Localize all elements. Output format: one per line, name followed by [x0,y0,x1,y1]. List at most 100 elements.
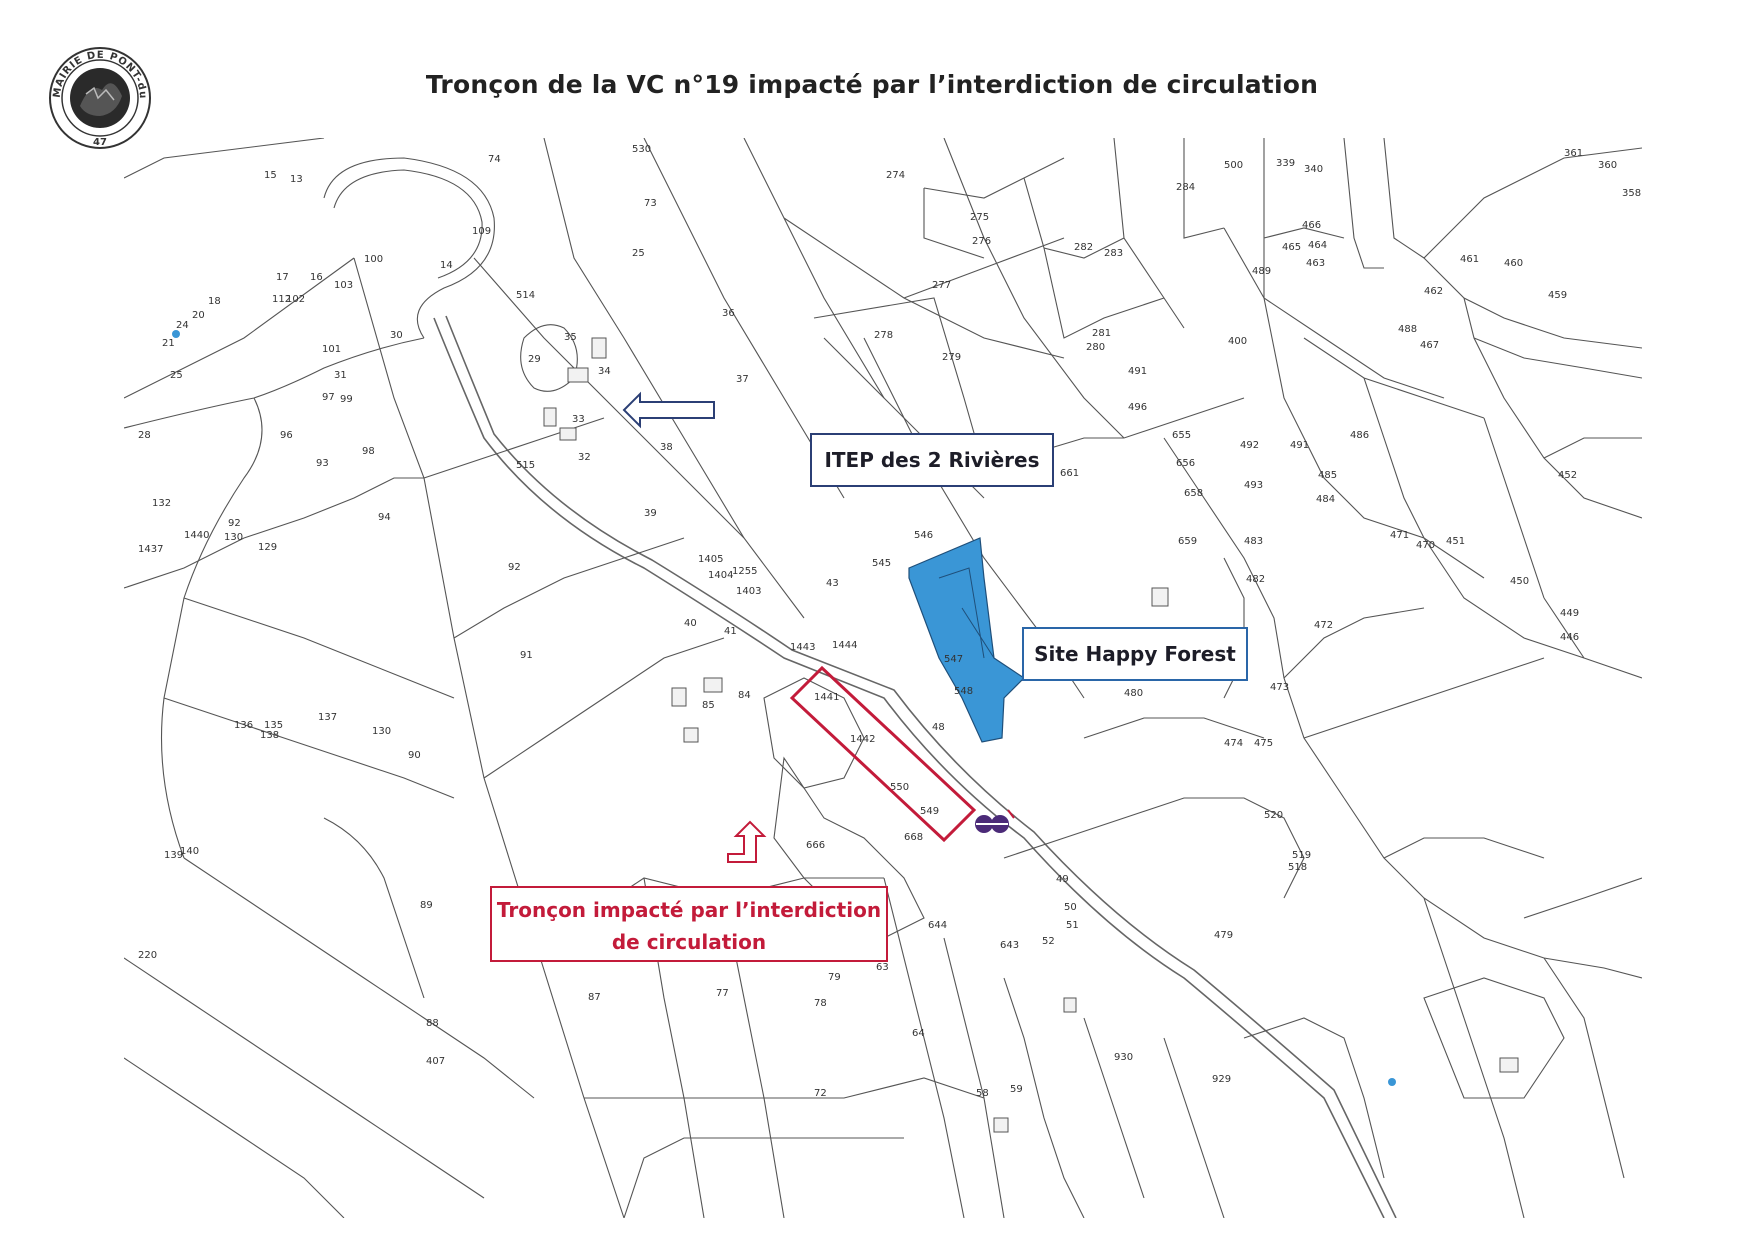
svg-text:548: 548 [954,686,973,697]
svg-text:466: 466 [1302,220,1321,231]
svg-text:40: 40 [684,618,697,629]
svg-text:550: 550 [890,782,909,793]
svg-text:464: 464 [1308,240,1327,251]
svg-text:30: 30 [390,330,403,341]
svg-text:93: 93 [316,458,329,469]
troncon-label-line1: Tronçon impacté par l’interdiction [496,898,882,922]
svg-text:74: 74 [488,154,501,165]
svg-text:514: 514 [516,290,535,301]
svg-text:129: 129 [258,542,277,553]
page-title: Tronçon de la VC n°19 impacté par l’inte… [425,70,1319,99]
svg-text:465: 465 [1282,242,1301,253]
svg-text:547: 547 [944,654,963,665]
svg-text:48: 48 [932,722,945,733]
svg-text:33: 33 [572,414,585,425]
svg-text:1440: 1440 [184,530,209,541]
svg-text:92: 92 [508,562,521,573]
svg-text:489: 489 [1252,266,1271,277]
svg-text:1442: 1442 [850,734,875,745]
svg-text:358: 358 [1622,188,1641,199]
svg-text:51: 51 [1066,920,1079,931]
svg-text:78: 78 [814,998,827,1009]
svg-text:360: 360 [1598,160,1617,171]
svg-text:658: 658 [1184,488,1203,499]
svg-text:25: 25 [170,370,183,381]
svg-text:84: 84 [738,690,751,701]
svg-text:280: 280 [1086,342,1105,353]
svg-text:515: 515 [516,460,535,471]
svg-text:450: 450 [1510,576,1529,587]
svg-text:90: 90 [408,750,421,761]
svg-text:274: 274 [886,170,905,181]
svg-text:97: 97 [322,392,335,403]
svg-text:472: 472 [1314,620,1333,631]
svg-text:460: 460 [1504,258,1523,269]
svg-text:493: 493 [1244,480,1263,491]
svg-text:109: 109 [472,226,491,237]
svg-text:485: 485 [1318,470,1337,481]
happy-forest-label-box: Site Happy Forest [1022,627,1248,681]
svg-text:1404: 1404 [708,570,733,581]
mairie-seal-icon: MAIRIE DE PONT-du-CASSE 47 [46,44,151,149]
svg-text:1444: 1444 [832,640,857,651]
svg-text:96: 96 [280,430,293,441]
svg-text:530: 530 [632,144,651,155]
svg-text:340: 340 [1304,164,1323,175]
svg-text:101: 101 [322,344,341,355]
svg-text:130: 130 [372,726,391,737]
svg-text:655: 655 [1172,430,1191,441]
svg-text:475: 475 [1254,738,1273,749]
svg-text:136: 136 [234,720,253,731]
svg-text:473: 473 [1270,682,1289,693]
svg-text:39: 39 [644,508,657,519]
troncon-frame [789,665,977,843]
svg-text:32: 32 [578,452,591,463]
svg-text:77: 77 [716,988,729,999]
svg-text:38: 38 [660,442,673,453]
svg-text:59: 59 [1010,1084,1023,1095]
svg-text:275: 275 [970,212,989,223]
svg-text:486: 486 [1350,430,1369,441]
svg-text:15: 15 [264,170,277,181]
svg-text:138: 138 [260,730,279,741]
svg-text:220: 220 [138,950,157,961]
troncon-label-box: Tronçon impacté par l’interdiction de ci… [490,886,888,962]
svg-text:463: 463 [1306,258,1325,269]
svg-text:488: 488 [1398,324,1417,335]
happy-forest-area [908,537,1025,743]
svg-text:28: 28 [138,430,151,441]
svg-text:491: 491 [1290,440,1309,451]
svg-text:467: 467 [1420,340,1439,351]
svg-text:91: 91 [520,650,533,661]
arrow-up-icon [727,820,767,863]
svg-text:278: 278 [874,330,893,341]
svg-text:103: 103 [334,280,353,291]
svg-text:13: 13 [290,174,303,185]
svg-text:135: 135 [264,720,283,731]
troncon-label-line2: de circulation [611,930,767,954]
svg-text:94: 94 [378,512,391,523]
svg-text:72: 72 [814,1088,827,1099]
svg-text:17: 17 [276,272,289,283]
svg-text:130: 130 [224,532,243,543]
svg-text:52: 52 [1042,936,1055,947]
svg-text:283: 283 [1104,248,1123,259]
svg-text:519: 519 [1292,850,1311,861]
svg-text:545: 545 [872,558,891,569]
svg-text:1437: 1437 [138,544,163,555]
svg-text:112: 112 [272,294,291,305]
svg-text:98: 98 [362,446,375,457]
road-sign-icon [975,809,1015,833]
svg-text:1255: 1255 [732,566,757,577]
svg-text:491: 491 [1128,366,1147,377]
svg-text:29: 29 [528,354,541,365]
itep-label-box: ITEP des 2 Rivières [810,433,1054,487]
svg-text:461: 461 [1460,254,1479,265]
svg-text:137: 137 [318,712,337,723]
svg-text:49: 49 [1056,874,1069,885]
svg-text:276: 276 [972,236,991,247]
seal-number: 47 [93,137,107,148]
svg-text:87: 87 [588,992,601,1003]
svg-text:452: 452 [1558,470,1577,481]
